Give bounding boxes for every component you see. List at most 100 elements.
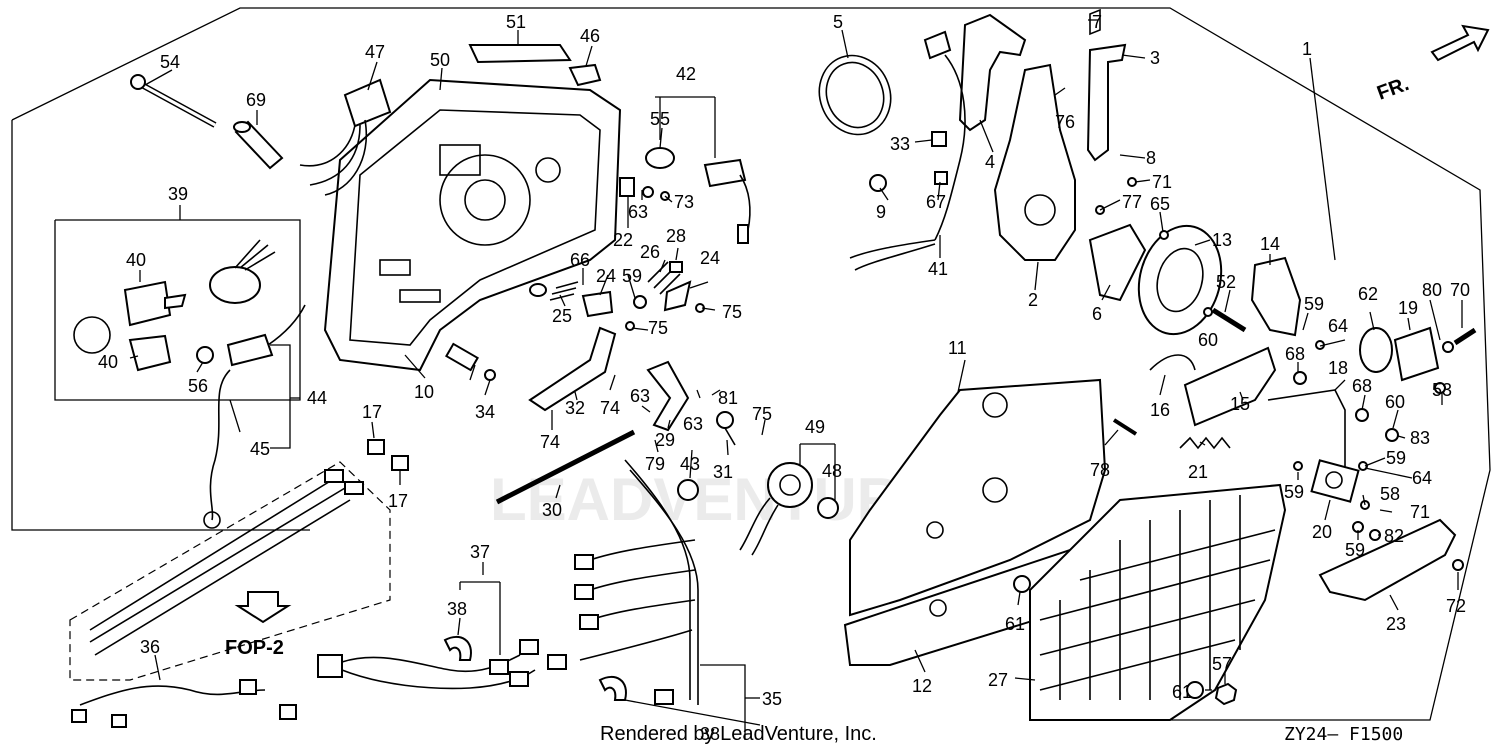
callout-47: 47 — [365, 42, 385, 62]
callout-31: 31 — [713, 462, 733, 482]
callout-37: 37 — [470, 542, 490, 562]
part-3-lever — [1086, 43, 1127, 162]
callout-38a: 38 — [447, 599, 467, 619]
part-62 — [1359, 327, 1393, 373]
assembly-outline — [11, 7, 1491, 721]
part-70 — [1453, 327, 1477, 346]
part-6 — [1088, 223, 1147, 302]
fop-arrow-icon — [234, 591, 292, 624]
callout-66: 66 — [570, 250, 590, 270]
callout-80: 80 — [1422, 280, 1442, 300]
cable-box — [69, 461, 391, 681]
callout-68b: 68 — [1352, 376, 1372, 396]
callout-75c: 75 — [752, 404, 772, 424]
callout-63c: 63 — [683, 414, 703, 434]
callout-16: 16 — [1150, 400, 1170, 420]
part-11-panel — [849, 378, 1107, 617]
part-ignition-unit — [209, 239, 276, 304]
part-2-arm — [993, 63, 1076, 261]
part-54-bolt — [130, 74, 217, 128]
part-40-key-switch — [73, 280, 187, 372]
callout-17a: 17 — [362, 402, 382, 422]
part-43 — [677, 479, 699, 501]
part-30-shaft — [495, 429, 636, 505]
callout-24a: 24 — [596, 266, 616, 286]
callout-9: 9 — [876, 202, 886, 222]
render-credit: Rendered by LeadVenture, Inc. — [600, 723, 877, 745]
part-45-lanyard — [203, 369, 231, 529]
callout-41: 41 — [928, 259, 948, 279]
callout-57: 57 — [1212, 654, 1232, 674]
callout-61b: 61 — [1172, 682, 1192, 702]
callout-20: 20 — [1312, 522, 1332, 542]
housing-left — [323, 78, 622, 372]
callout-59e: 59 — [1345, 540, 1365, 560]
part-gasket — [445, 342, 479, 372]
callout-69: 69 — [246, 90, 266, 110]
part-56-nut — [196, 346, 214, 364]
callout-58: 58 — [1380, 484, 1400, 504]
callout-27: 27 — [988, 670, 1008, 690]
part-35-harness — [519, 459, 699, 705]
callout-49: 49 — [805, 417, 825, 437]
part-17-clip-a — [367, 439, 385, 455]
part-34 — [484, 369, 496, 381]
part-19-switch — [1393, 326, 1440, 382]
part-7-spring — [1089, 8, 1101, 36]
callout-56: 56 — [188, 376, 208, 396]
part-52-bolt — [1211, 307, 1247, 333]
callout-13: 13 — [1212, 230, 1232, 250]
part-42-switch — [703, 158, 751, 244]
callout-40a: 40 — [126, 250, 146, 270]
part-36-harness — [71, 679, 297, 728]
callout-4: 4 — [985, 152, 995, 172]
part-38-clamp-b — [598, 675, 627, 701]
callout-46: 46 — [580, 26, 600, 46]
callout-10: 10 — [414, 382, 434, 402]
callout-68a: 68 — [1285, 344, 1305, 364]
part-17-clip-b — [391, 455, 409, 471]
callout-51: 51 — [506, 12, 526, 32]
front-direction-arrow-icon — [1430, 24, 1490, 62]
part-47-switch — [299, 78, 392, 196]
callout-83: 83 — [1410, 428, 1430, 448]
callout-38b: 38 — [700, 724, 720, 744]
callout-5: 5 — [833, 12, 843, 32]
diagram-code: ZY24— F1500 — [1284, 724, 1403, 745]
part-33 — [931, 131, 947, 147]
callout-60b: 60 — [1385, 392, 1405, 412]
callout-77: 77 — [1122, 192, 1142, 212]
assembly-outline-left — [11, 120, 310, 531]
callout-24b: 24 — [700, 248, 720, 268]
control-cables — [89, 469, 364, 656]
kit-box-39 — [54, 219, 301, 401]
part-9 — [869, 174, 887, 192]
callout-39: 39 — [168, 184, 188, 204]
callout-14: 14 — [1260, 234, 1280, 254]
part-46 — [568, 63, 602, 87]
callout-21: 21 — [1188, 462, 1208, 482]
callout-61a: 61 — [1005, 614, 1025, 634]
callout-82: 82 — [1384, 526, 1404, 546]
callout-43: 43 — [680, 454, 700, 474]
callout-67: 67 — [926, 192, 946, 212]
callout-34: 34 — [475, 402, 495, 422]
part-29-lever — [646, 360, 690, 432]
callout-22: 22 — [613, 230, 633, 250]
callout-73: 73 — [674, 192, 694, 212]
callout-59b: 59 — [1304, 294, 1324, 314]
callout-60a: 60 — [1198, 330, 1218, 350]
part-57 — [1214, 682, 1238, 706]
callout-53: 53 — [1432, 380, 1452, 400]
leader-lines — [129, 19, 1463, 726]
callout-35: 35 — [762, 689, 782, 709]
part-38-clamp-a — [443, 635, 472, 661]
part-27-cover — [1029, 483, 1287, 721]
callout-30: 30 — [542, 500, 562, 520]
callout-55: 55 — [650, 109, 670, 129]
callout-62: 62 — [1358, 284, 1378, 304]
callout-70: 70 — [1450, 280, 1470, 300]
callout-72: 72 — [1446, 596, 1466, 616]
